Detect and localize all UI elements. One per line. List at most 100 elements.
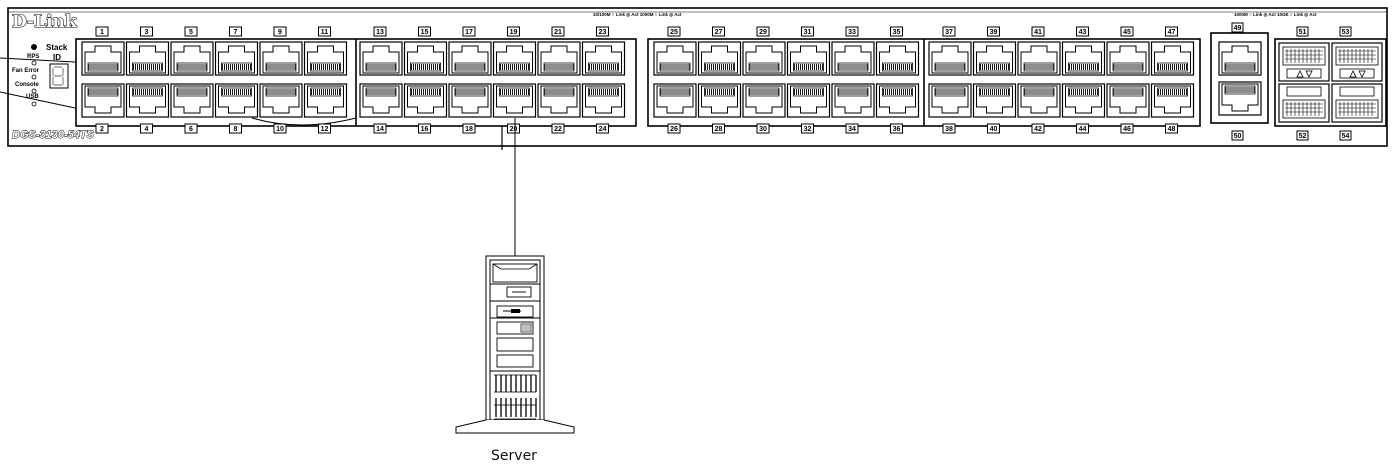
port-32[interactable] bbox=[786, 83, 831, 118]
port-label-14: 14 bbox=[373, 123, 387, 134]
port-label-43: 43 bbox=[1076, 26, 1089, 37]
port-18[interactable] bbox=[448, 83, 492, 118]
port-35[interactable] bbox=[875, 41, 920, 76]
port-43[interactable] bbox=[1061, 41, 1106, 76]
port-24[interactable] bbox=[581, 83, 626, 118]
port-2[interactable] bbox=[81, 83, 125, 118]
svg-text:34: 34 bbox=[848, 126, 856, 133]
port-39[interactable] bbox=[972, 41, 1017, 76]
svg-text:2: 2 bbox=[100, 126, 104, 133]
svg-text:21: 21 bbox=[554, 29, 562, 36]
svg-text:38: 38 bbox=[945, 126, 953, 133]
svg-text:36: 36 bbox=[893, 126, 901, 133]
svg-text:40: 40 bbox=[990, 126, 998, 133]
port-52[interactable] bbox=[1278, 83, 1330, 123]
port-12[interactable] bbox=[303, 83, 348, 118]
svg-text:30: 30 bbox=[759, 126, 767, 133]
port-50[interactable] bbox=[1218, 81, 1262, 116]
port-label-5: 5 bbox=[184, 26, 198, 37]
port-44[interactable] bbox=[1061, 83, 1106, 118]
port-42[interactable] bbox=[1017, 83, 1061, 118]
port-label-27: 27 bbox=[712, 26, 725, 37]
port-label-51: 51 bbox=[1296, 26, 1309, 37]
port-label-17: 17 bbox=[462, 26, 476, 37]
port-label-24: 24 bbox=[596, 123, 609, 134]
port-26[interactable] bbox=[653, 83, 697, 118]
port-27[interactable] bbox=[697, 41, 742, 76]
svg-text:9: 9 bbox=[278, 29, 282, 36]
svg-text:16: 16 bbox=[421, 126, 429, 133]
port-49[interactable] bbox=[1218, 41, 1262, 76]
port-40[interactable] bbox=[972, 83, 1017, 118]
svg-text:19: 19 bbox=[510, 29, 518, 36]
svg-text:20: 20 bbox=[510, 126, 518, 133]
port-label-38: 38 bbox=[942, 123, 956, 134]
svg-text:50: 50 bbox=[1234, 133, 1242, 140]
port-21[interactable] bbox=[537, 41, 581, 76]
port-48[interactable] bbox=[1150, 83, 1195, 118]
port-37[interactable] bbox=[928, 41, 972, 76]
port-36[interactable] bbox=[875, 83, 920, 118]
svg-text:41: 41 bbox=[1034, 29, 1042, 36]
port-label-22: 22 bbox=[551, 123, 565, 134]
port-22[interactable] bbox=[537, 83, 581, 118]
port-label-33: 33 bbox=[845, 26, 859, 37]
svg-text:31: 31 bbox=[804, 29, 812, 36]
port-46[interactable] bbox=[1106, 83, 1150, 118]
port-label-16: 16 bbox=[418, 123, 431, 134]
port-25[interactable] bbox=[653, 41, 697, 76]
svg-text:14: 14 bbox=[376, 126, 384, 133]
port-38[interactable] bbox=[928, 83, 972, 118]
port-47[interactable] bbox=[1150, 41, 1195, 76]
port-29[interactable] bbox=[742, 41, 786, 76]
port-23[interactable] bbox=[581, 41, 626, 76]
port-label-46: 46 bbox=[1120, 123, 1134, 134]
port-13[interactable] bbox=[359, 41, 403, 76]
port-45[interactable] bbox=[1106, 41, 1150, 76]
port-6[interactable] bbox=[170, 83, 214, 118]
port-33[interactable] bbox=[831, 41, 875, 76]
server-caption: Server bbox=[491, 448, 537, 464]
port-1[interactable] bbox=[81, 41, 125, 76]
speed-legend-right: 1000M ○ Link ◎ Act 10GE ○ Link ◎ Act bbox=[1234, 12, 1317, 17]
port-11[interactable] bbox=[303, 41, 348, 76]
port-label-26: 26 bbox=[667, 123, 681, 134]
svg-text:43: 43 bbox=[1079, 29, 1087, 36]
svg-text:7: 7 bbox=[234, 29, 238, 36]
port-5[interactable] bbox=[170, 41, 214, 76]
port-34[interactable] bbox=[831, 83, 875, 118]
port-54[interactable] bbox=[1331, 83, 1383, 123]
svg-text:24: 24 bbox=[599, 126, 607, 133]
port-20[interactable] bbox=[492, 83, 537, 118]
port-15[interactable] bbox=[403, 41, 448, 76]
port-9[interactable] bbox=[259, 41, 303, 76]
svg-text:15: 15 bbox=[421, 29, 429, 36]
port-label-37: 37 bbox=[942, 26, 956, 37]
port-28[interactable] bbox=[697, 83, 742, 118]
port-53[interactable] bbox=[1331, 42, 1383, 82]
model-label: DGS-3130-54TS bbox=[12, 129, 95, 141]
port-19[interactable] bbox=[492, 41, 537, 76]
port-31[interactable] bbox=[786, 41, 831, 76]
svg-text:42: 42 bbox=[1034, 126, 1042, 133]
port-30[interactable] bbox=[742, 83, 786, 118]
port-3[interactable] bbox=[125, 41, 170, 76]
port-41[interactable] bbox=[1017, 41, 1061, 76]
port-4[interactable] bbox=[125, 83, 170, 118]
port-label-9: 9 bbox=[273, 26, 287, 37]
port-8[interactable] bbox=[214, 83, 259, 118]
port-10[interactable] bbox=[259, 83, 303, 118]
port-label-12: 12 bbox=[318, 123, 331, 134]
port-7[interactable] bbox=[214, 41, 259, 76]
port-17[interactable] bbox=[448, 41, 492, 76]
port-16[interactable] bbox=[403, 83, 448, 118]
port-label-42: 42 bbox=[1031, 123, 1045, 134]
svg-text:39: 39 bbox=[990, 29, 998, 36]
port-14[interactable] bbox=[359, 83, 403, 118]
port-51[interactable] bbox=[1278, 42, 1330, 82]
port-label-31: 31 bbox=[801, 26, 814, 37]
cable-bend bbox=[251, 117, 357, 126]
port-label-28: 28 bbox=[712, 123, 725, 134]
led-fan-error-label: Fan Error bbox=[12, 68, 40, 74]
port-label-45: 45 bbox=[1120, 26, 1134, 37]
